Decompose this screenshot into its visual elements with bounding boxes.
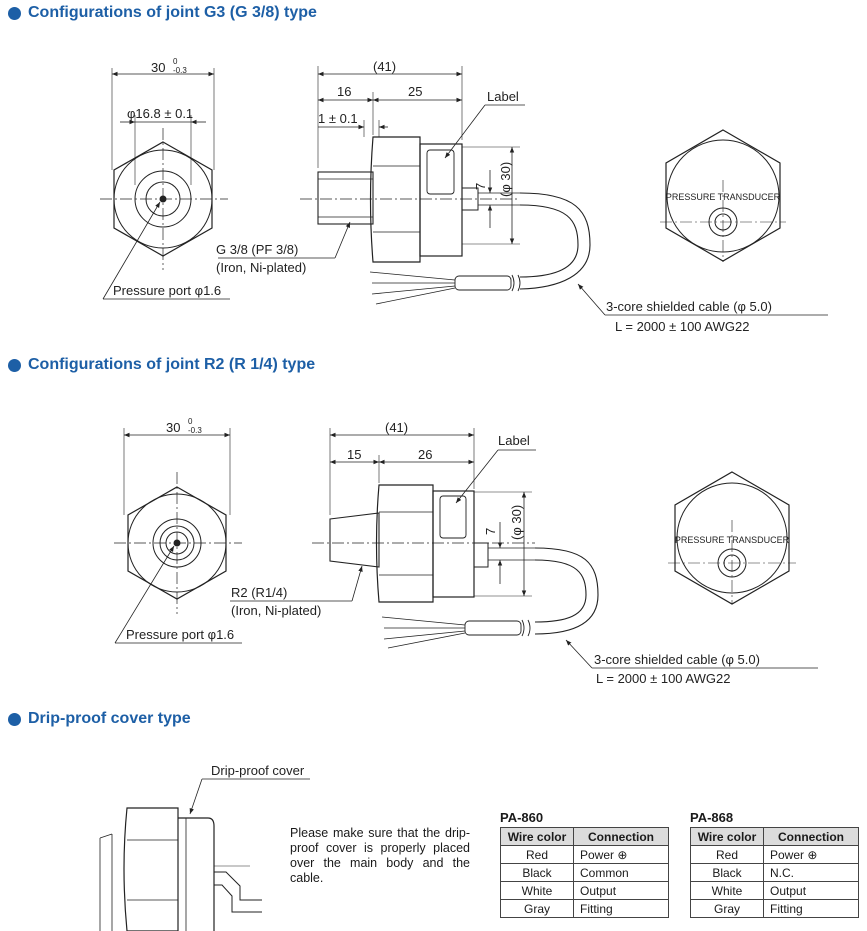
cell-wire: Gray: [690, 899, 764, 918]
r2-length: L = 2000 ± 100 AWG22: [596, 671, 730, 686]
g3-dim-dia: (φ 30): [498, 162, 513, 197]
g3-length: L = 2000 ± 100 AWG22: [615, 319, 749, 334]
r2-face-text: PRESSURE TRANSDUCER: [675, 535, 790, 545]
g3-label-callout: Label: [487, 89, 519, 104]
r2-dim-a: 15: [347, 447, 361, 462]
section-title-text: Configurations of joint G3 (G 3/8) type: [28, 4, 317, 21]
header-wire-color: Wire color: [690, 827, 764, 846]
g3-material: (Iron, Ni-plated): [216, 260, 306, 275]
cell-wire: Black: [500, 863, 574, 882]
r2-port: Pressure port φ1.6: [126, 627, 234, 642]
header-connection: Connection: [573, 827, 669, 846]
r2-tol-lower: -0.3: [188, 426, 202, 435]
g3-side-view: [218, 66, 828, 316]
g3-port: Pressure port φ1.6: [113, 283, 221, 298]
cell-connection: Power ⊕: [763, 845, 859, 864]
g3-dim-b: 25: [408, 84, 422, 99]
g3-dim-7: 7: [473, 183, 488, 190]
g3-dim-total: (41): [373, 59, 396, 74]
table-row: Red Power ⊕: [690, 845, 859, 864]
cell-wire: White: [500, 881, 574, 900]
g3-thread: G 3/8 (PF 3/8): [216, 242, 298, 257]
r2-side-view: [230, 428, 818, 669]
table-row: Gray Fitting: [500, 899, 669, 918]
table-row: White Output: [500, 881, 669, 900]
section-title-text: Configurations of joint R2 (R 1/4) type: [28, 356, 316, 373]
drip-proof-view: [99, 778, 310, 931]
cell-connection: Fitting: [763, 899, 859, 918]
wire-table: Wire color Connection Red Power ⊕ Black …: [500, 827, 669, 918]
cell-wire: Red: [690, 845, 764, 864]
r2-front-view: [114, 428, 242, 644]
table-pa868: PA-868 Wire color Connection Red Power ⊕…: [690, 810, 859, 918]
g3-dim-bore: φ16.8 ± 0.1: [127, 106, 193, 121]
table-header-row: Wire color Connection: [690, 827, 859, 846]
table-row: Black N.C.: [690, 863, 859, 882]
bullet-icon: [8, 358, 21, 372]
table-header-row: Wire color Connection: [500, 827, 669, 846]
cell-connection: Fitting: [573, 899, 669, 918]
g3-dim-hex: 30: [151, 60, 165, 75]
table-row: White Output: [690, 881, 859, 900]
r2-dim-total: (41): [385, 420, 408, 435]
drip-note: Please make sure that the drip-proof cov…: [290, 826, 470, 885]
cell-connection: N.C.: [763, 863, 859, 882]
table-pa860: PA-860 Wire color Connection Red Power ⊕…: [500, 810, 669, 918]
bullet-icon: [8, 712, 21, 726]
section-title-r2: Configurations of joint R2 (R 1/4) type: [8, 356, 315, 374]
r2-rear-view: [668, 471, 796, 605]
header-connection: Connection: [763, 827, 859, 846]
header-wire-color: Wire color: [500, 827, 574, 846]
r2-dim-hex: 30: [166, 420, 180, 435]
r2-material: (Iron, Ni-plated): [231, 603, 321, 618]
cell-connection: Common: [573, 863, 669, 882]
g3-tol-lower: -0.3: [173, 66, 187, 75]
cell-connection: Power ⊕: [573, 845, 669, 864]
g3-cable: 3-core shielded cable (φ 5.0): [606, 299, 772, 314]
g3-rear-view: [660, 129, 786, 262]
r2-cable: 3-core shielded cable (φ 5.0): [594, 652, 760, 667]
r2-label-callout: Label: [498, 433, 530, 448]
wire-table: Wire color Connection Red Power ⊕ Black …: [690, 827, 859, 918]
section-title-g3: Configurations of joint G3 (G 3/8) type: [8, 4, 317, 22]
r2-dim-dia: (φ 30): [509, 505, 524, 540]
r2-tol-upper: 0: [188, 417, 193, 426]
table-title: PA-860: [500, 810, 544, 825]
g3-tol-upper: 0: [173, 57, 178, 66]
section-title-drip: Drip-proof cover type: [8, 710, 191, 728]
cell-connection: Output: [763, 881, 859, 900]
g3-front-view: [100, 68, 230, 300]
table-row: Gray Fitting: [690, 899, 859, 918]
cell-wire: White: [690, 881, 764, 900]
table-title: PA-868: [690, 810, 734, 825]
r2-dim-7: 7: [483, 528, 498, 535]
cell-wire: Black: [690, 863, 764, 882]
r2-dim-b: 26: [418, 447, 432, 462]
table-row: Red Power ⊕: [500, 845, 669, 864]
r2-thread: R2 (R1/4): [231, 585, 287, 600]
table-row: Black Common: [500, 863, 669, 882]
g3-dim-c: 1 ± 0.1: [318, 111, 358, 126]
bullet-icon: [8, 6, 21, 20]
g3-face-text: PRESSURE TRANSDUCER: [666, 192, 781, 202]
drip-label: Drip-proof cover: [211, 763, 305, 778]
cell-wire: Gray: [500, 899, 574, 918]
cell-wire: Red: [500, 845, 574, 864]
g3-dim-a: 16: [337, 84, 351, 99]
cell-connection: Output: [573, 881, 669, 900]
section-title-text: Drip-proof cover type: [28, 710, 191, 727]
